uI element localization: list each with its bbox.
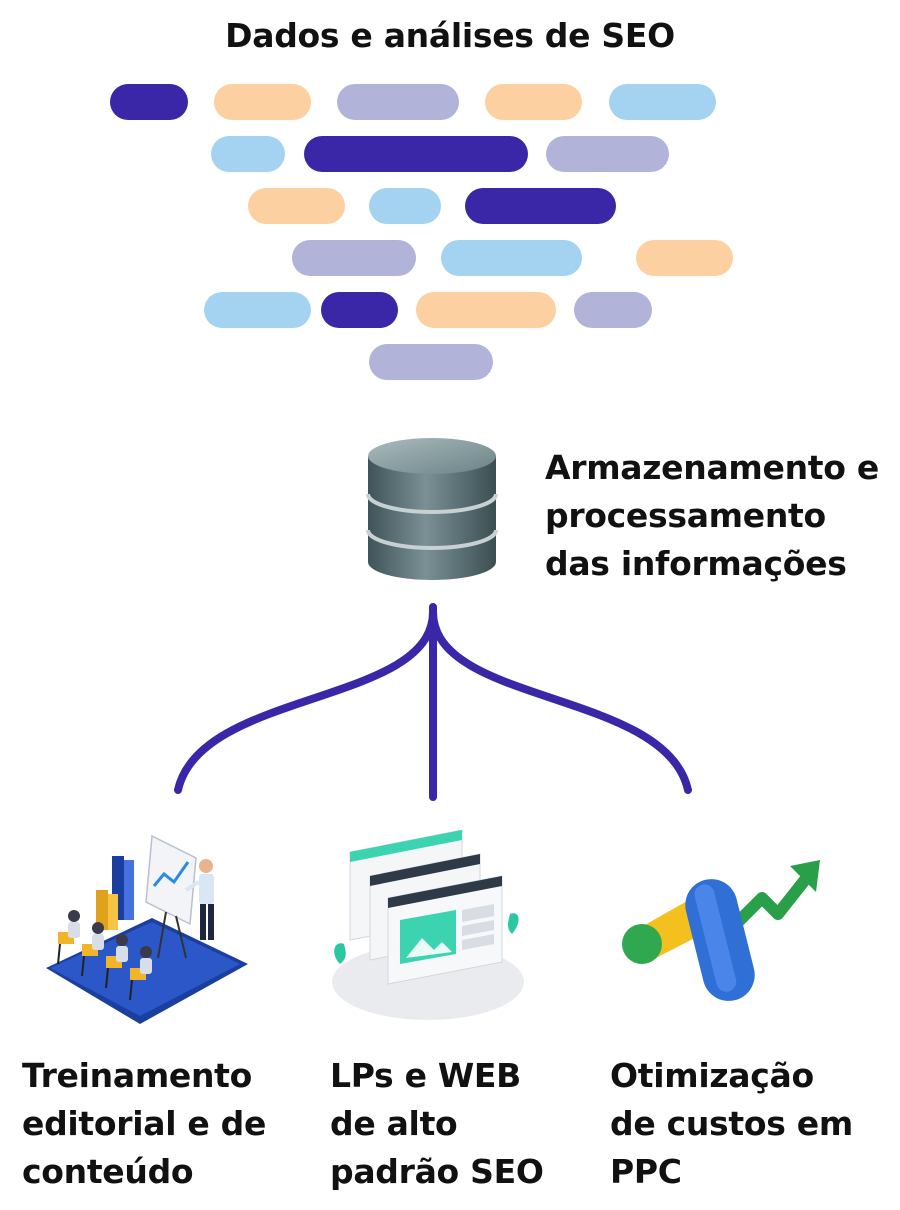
output-label-line: de custos em: [610, 1104, 853, 1143]
data-pill: [204, 292, 311, 328]
output-label-web: LPs e WEB de alto padrão SEO: [330, 1052, 544, 1196]
data-pill: [441, 240, 582, 276]
output-label-line: LPs e WEB: [330, 1056, 522, 1095]
output-label-line: editorial e de: [22, 1104, 267, 1143]
output-label-ppc: Otimização de custos em PPC: [610, 1052, 853, 1196]
training-presentation-icon: [46, 834, 248, 1024]
output-label-line: Otimização: [610, 1056, 814, 1095]
data-pill: [574, 292, 652, 328]
diagram-title: Dados e análises de SEO: [225, 16, 675, 55]
output-label-line: conteúdo: [22, 1152, 194, 1191]
data-pill: [465, 188, 616, 224]
storage-label: Armazenamento e processamento das inform…: [545, 444, 879, 588]
storage-label-line: Armazenamento e: [545, 448, 879, 487]
data-pill: [369, 188, 441, 224]
data-pill: [321, 292, 398, 328]
data-pill: [211, 136, 285, 172]
data-pill: [248, 188, 345, 224]
data-pill: [485, 84, 582, 120]
output-label-training: Treinamento editorial e de conteúdo: [22, 1052, 266, 1196]
data-pill: [214, 84, 311, 120]
output-label-line: Treinamento: [22, 1056, 253, 1095]
data-pill: [337, 84, 459, 120]
data-pill: [304, 136, 528, 172]
output-label-line: PPC: [610, 1152, 682, 1191]
data-pill: [546, 136, 669, 172]
data-pill: [110, 84, 188, 120]
data-pill: [292, 240, 416, 276]
database-icon: [366, 438, 498, 580]
data-pill: [636, 240, 733, 276]
storage-label-line: das informações: [545, 544, 847, 583]
google-ads-icon: [622, 860, 820, 1001]
data-pill: [369, 344, 493, 380]
data-pill: [416, 292, 556, 328]
storage-label-line: processamento: [545, 496, 826, 535]
data-pill: [609, 84, 716, 120]
output-label-line: de alto: [330, 1104, 458, 1143]
output-label-line: padrão SEO: [330, 1152, 544, 1191]
web-pages-icon: [332, 829, 524, 1020]
